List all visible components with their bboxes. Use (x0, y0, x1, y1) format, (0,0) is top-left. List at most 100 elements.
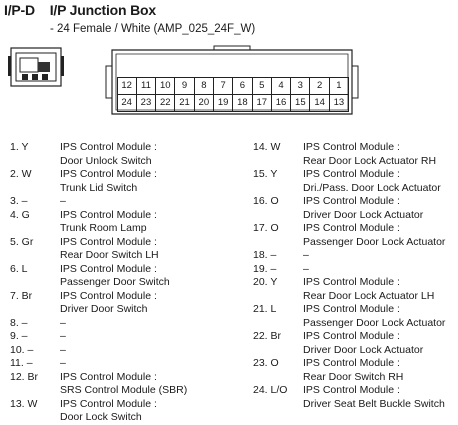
pin-cell: 20 (193, 93, 214, 112)
pin-entry: 11. – – (10, 357, 245, 371)
pin-entry: 21. L IPS Control Module :Passenger Door … (253, 303, 458, 330)
pin-cell: 7 (212, 76, 234, 95)
pin-number: 12. Br (10, 370, 39, 383)
connector-thumbnail-icon (8, 47, 64, 87)
pin-entry: 5. Gr IPS Control Module :Rear Door Switc… (10, 236, 245, 263)
pin-description-line: – (60, 195, 66, 207)
pin-cell: 15 (290, 93, 311, 112)
pin-entry: 7. Br IPS Control Module :Driver Door Swi… (10, 290, 245, 317)
pin-cell: 19 (212, 93, 234, 112)
pin-description-line: Passenger Door Lock Actuator (303, 235, 446, 248)
pin-number: 4. G (10, 208, 30, 221)
pin-number: 6. L (10, 262, 28, 275)
pin-description-line: IPS Control Module : (60, 208, 157, 221)
pin-entry: 1. Y IPS Control Module :Door Unlock Swit… (10, 141, 245, 168)
pin-description-line: Rear Door Switch RH (303, 370, 404, 383)
pin-description-line: Passenger Door Lock Actuator (303, 316, 446, 329)
connector-subtitle: - 24 Female / White (AMP_025_24F_W) (50, 23, 256, 35)
pin-number: 17. O (253, 222, 279, 234)
pin-description-line: IPS Control Module : (60, 141, 157, 153)
pin-description: IPS Control Module :Passenger Door Switc… (60, 263, 245, 290)
pin-description-line: Driver Door Lock Actuator (303, 208, 424, 221)
pin-description-line: – (303, 262, 309, 275)
pin-description-line: Passenger Door Switch (60, 276, 170, 288)
pin-description: – (60, 330, 245, 344)
pin-entry: 6. L IPS Control Module :Passenger Door S… (10, 263, 245, 290)
pin-description-line: IPS Control Module : (303, 303, 400, 315)
pin-cell: 1 (328, 76, 350, 95)
pin-number: 13. W (10, 397, 38, 410)
pin-description-line: IPS Control Module : (303, 195, 400, 207)
pin-description: IPS Control Module :Driver Door Lock Act… (303, 195, 458, 222)
pin-description: – (60, 344, 245, 358)
pin-description: IPS Control Module :Trunk Lid Switch (60, 168, 245, 195)
pin-description-line: – (60, 330, 66, 342)
pin-cell: 22 (155, 93, 176, 112)
pin-description-line: IPS Control Module : (60, 370, 157, 383)
pin-description-line: IPS Control Module : (303, 168, 400, 180)
pin-description-line: Driver Door Lock Actuator (303, 343, 424, 356)
pin-cell: 5 (251, 76, 272, 95)
pin-description: IPS Control Module :Rear Door Lock Actua… (303, 276, 458, 303)
pin-description: IPS Control Module :Driver Door Switch (60, 290, 245, 317)
pin-description-line: IPS Control Module : (303, 141, 400, 153)
pin-description-line: IPS Control Module : (60, 397, 157, 410)
pin-description: IPS Control Module :Driver Seat Belt Buc… (303, 384, 458, 411)
pin-number: 14. W (253, 141, 281, 153)
pin-cell: 4 (270, 76, 292, 95)
pin-description-line: – (303, 249, 309, 261)
pin-description: – (60, 357, 245, 371)
pin-cell: 18 (232, 93, 253, 112)
pin-description-line: – (60, 316, 66, 329)
pin-description-line: Rear Door Switch LH (60, 249, 159, 261)
pin-number: 5. Gr (10, 235, 34, 248)
pin-description: IPS Control Module :Rear Door Switch RH (303, 357, 458, 384)
pin-number: 10. – (10, 343, 34, 356)
pin-entry: 14. W IPS Control Module :Rear Door Lock … (253, 141, 458, 168)
pin-description-line: Rear Door Lock Actuator LH (303, 289, 435, 302)
connector-code: I/P-D (4, 2, 35, 18)
pin-cell: 13 (328, 93, 350, 112)
pin-description-line: IPS Control Module : (60, 262, 157, 275)
pin-entry: 13. W IPS Control Module :Door Lock Switc… (10, 398, 245, 425)
pin-number: 23. O (253, 357, 279, 369)
pin-description-line: Rear Door Lock Actuator RH (303, 154, 437, 167)
pin-description: IPS Control Module :Rear Door Switch LH (60, 236, 245, 263)
pin-description: IPS Control Module :Door Unlock Switch (60, 141, 245, 168)
pin-number: 1. Y (10, 141, 29, 153)
pin-number: 3. – (10, 195, 28, 207)
pin-description-line: IPS Control Module : (303, 330, 400, 342)
pin-description-line: – (60, 357, 66, 369)
pin-number: 24. L/O (253, 384, 288, 396)
pin-number: 8. – (10, 316, 28, 329)
pin-description-line: Trunk Lid Switch (60, 181, 138, 194)
pin-description-line: IPS Control Module : (303, 357, 400, 369)
pin-number: 11. – (10, 357, 33, 369)
pin-number: 22. Br (253, 330, 282, 342)
pin-description-line: IPS Control Module : (303, 384, 400, 396)
pin-number: 2. W (10, 168, 32, 180)
pin-description: IPS Control Module :Trunk Room Lamp (60, 209, 245, 236)
pin-description: IPS Control Module :Driver Door Lock Act… (303, 330, 458, 357)
pin-number: 7. Br (10, 289, 33, 302)
pin-cell: 23 (135, 93, 157, 112)
pin-cell: 8 (193, 76, 214, 95)
pin-entry: 19. –– (253, 263, 458, 277)
pin-number: 21. L (253, 303, 277, 315)
pin-entry: 4. G IPS Control Module :Trunk Room Lamp (10, 209, 245, 236)
pin-description-line: IPS Control Module : (60, 289, 157, 302)
pin-cell: 16 (270, 93, 292, 112)
pin-description: IPS Control Module :Door Lock Switch (60, 398, 245, 425)
pin-description: IPS Control Module :Rear Door Lock Actua… (303, 141, 458, 168)
pin-cell: 2 (309, 76, 330, 95)
connector-outline (105, 45, 359, 115)
pin-description-line: IPS Control Module : (60, 168, 157, 180)
pin-description: IPS Control Module :Dri./Pass. Door Lock… (303, 168, 458, 195)
